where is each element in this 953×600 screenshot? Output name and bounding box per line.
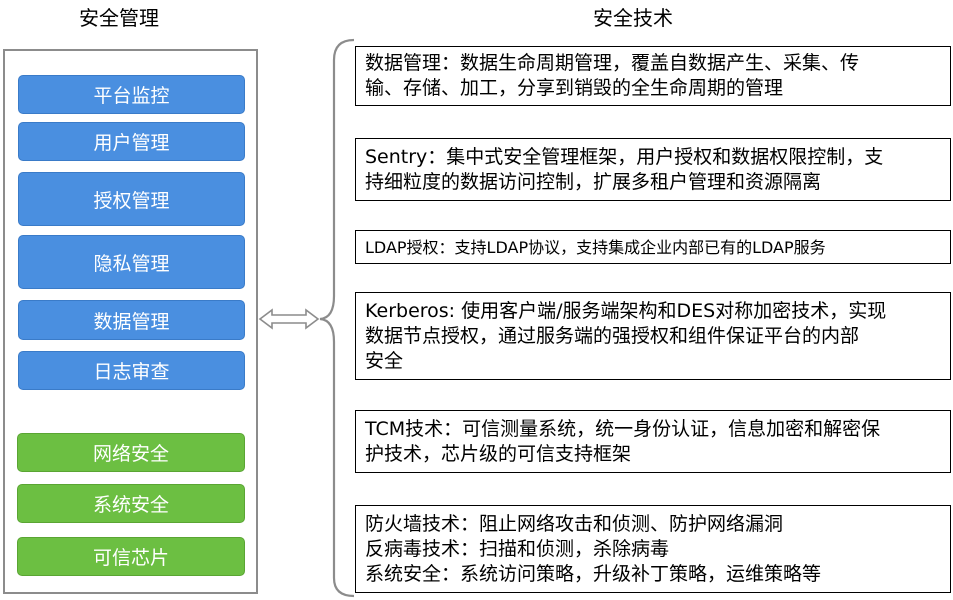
tech-line: Kerberos: 使用客户端/服务端架构和DES对称加密技术，实现 bbox=[365, 299, 887, 322]
module-log-audit: 日志审查 bbox=[18, 351, 245, 390]
tech-line: 护技术，芯片级的可信支持框架 bbox=[365, 442, 632, 465]
tech-line: 持细粒度的数据访问控制，扩展多租户管理和资源隔离 bbox=[365, 170, 822, 193]
tech-line: 数据节点授权，通过服务端的强授权和组件保证平台的内部 bbox=[365, 324, 860, 347]
tech-line: 反病毒技术：扫描和侦测，杀除病毒 bbox=[365, 537, 670, 560]
tech-line: 系统安全：系统访问策略，升级补丁策略，运维策略等 bbox=[365, 562, 822, 585]
module-data-management: 数据管理 bbox=[18, 300, 245, 340]
security-management-heading: 安全管理 bbox=[79, 6, 159, 30]
module-trusted-chip: 可信芯片 bbox=[17, 537, 245, 576]
tech-box-firewall-antivirus: 防火墙技术：阻止网络攻击和侦测、防护网络漏洞 反病毒技术：扫描和侦测，杀除病毒 … bbox=[355, 505, 951, 593]
tech-line: LDAP授权：支持LDAP协议，支持集成企业内部已有的LDAP服务 bbox=[365, 237, 826, 257]
module-network-security: 网络安全 bbox=[17, 433, 245, 472]
tech-box-sentry: Sentry：集中式安全管理框架，用户授权和数据权限控制，支 持细粒度的数据访问… bbox=[355, 138, 951, 201]
tech-line: 数据管理：数据生命周期管理，覆盖自数据产生、采集、传 bbox=[365, 52, 860, 74]
tech-line: 安全 bbox=[365, 349, 404, 372]
module-platform-monitoring: 平台监控 bbox=[18, 75, 245, 114]
module-privacy-management: 隐私管理 bbox=[18, 235, 245, 289]
module-system-security: 系统安全 bbox=[17, 484, 245, 523]
module-user-management: 用户管理 bbox=[18, 122, 245, 161]
tech-box-tcm: TCM技术：可信测量系统，统一身份认证，信息加密和解密保 护技术，芯片级的可信支… bbox=[355, 410, 951, 473]
double-arrow-icon bbox=[258, 308, 320, 330]
tech-line: TCM技术：可信测量系统，统一身份认证，信息加密和解密保 bbox=[365, 417, 881, 440]
tech-box-data-management: 数据管理：数据生命周期管理，覆盖自数据产生、采集、传 输、存储、加工，分享到销毁… bbox=[355, 46, 951, 106]
tech-box-ldap: LDAP授权：支持LDAP协议，支持集成企业内部已有的LDAP服务 bbox=[355, 230, 951, 264]
security-technology-heading: 安全技术 bbox=[593, 6, 673, 30]
tech-line: 防火墙技术：阻止网络攻击和侦测、防护网络漏洞 bbox=[365, 512, 784, 535]
left-brace-icon bbox=[319, 38, 355, 598]
module-authorization-management: 授权管理 bbox=[18, 172, 245, 226]
tech-line: 输、存储、加工，分享到销毁的全生命周期的管理 bbox=[365, 77, 784, 99]
tech-box-kerberos: Kerberos: 使用客户端/服务端架构和DES对称加密技术，实现 数据节点授… bbox=[355, 292, 951, 380]
tech-line: Sentry：集中式安全管理框架，用户授权和数据权限控制，支 bbox=[365, 145, 884, 168]
